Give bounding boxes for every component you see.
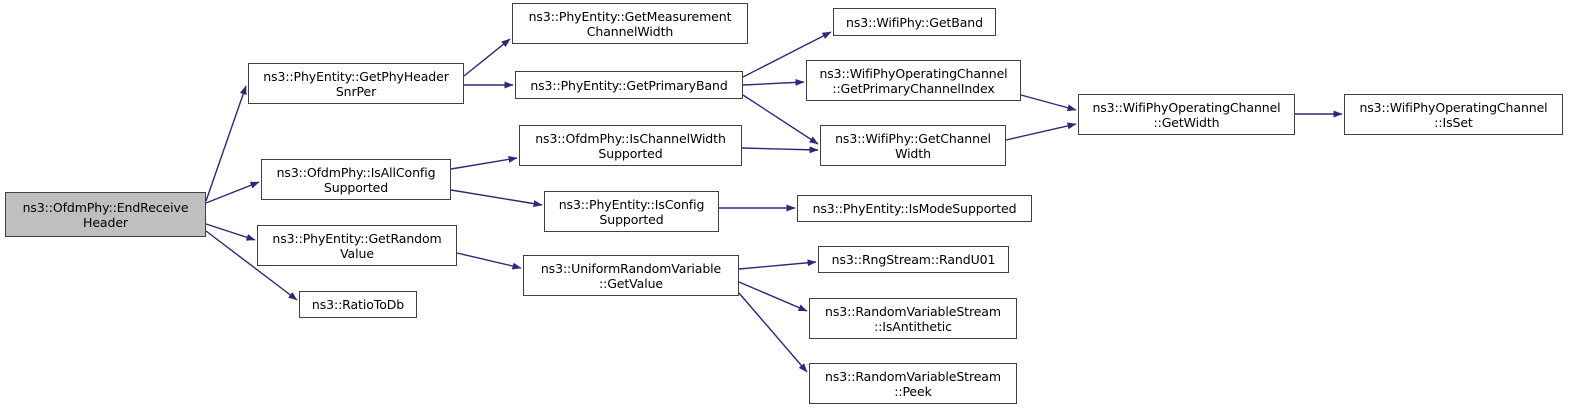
call-graph-node-ratio_to_db[interactable]: ns3::RatioToDb	[299, 291, 417, 318]
call-edge	[456, 252, 522, 270]
call-graph-node-operating_channel_is_set[interactable]: ns3::WifiPhyOperatingChannel ::IsSet	[1344, 94, 1563, 135]
call-graph-node-get_measurement_channel_width[interactable]: ns3::PhyEntity::GetMeasurement ChannelWi…	[512, 3, 748, 44]
call-graph-node-operating_channel_get_width[interactable]: ns3::WifiPhyOperatingChannel ::GetWidth	[1078, 94, 1295, 135]
call-graph-node-random_variable_stream_is_antithetic[interactable]: ns3::RandomVariableStream ::IsAntithetic	[809, 298, 1017, 339]
call-graph-node-get_primary_channel_index[interactable]: ns3::WifiPhyOperatingChannel ::GetPrimar…	[806, 60, 1021, 101]
call-edge	[205, 85, 247, 202]
call-edge	[1020, 94, 1077, 112]
call-graph-node-random_variable_stream_peek[interactable]: ns3::RandomVariableStream ::Peek	[809, 363, 1017, 404]
call-edge	[463, 38, 511, 77]
call-edge	[742, 94, 819, 145]
call-edge	[205, 181, 260, 204]
call-edge	[738, 281, 808, 312]
call-graph-node-wifi_phy_get_band[interactable]: ns3::WifiPhy::GetBand	[833, 8, 996, 36]
call-edge	[742, 78, 805, 86]
call-graph-node-is_channel_width_supported[interactable]: ns3::OfdmPhy::IsChannelWidth Supported	[519, 125, 742, 166]
call-edge	[738, 259, 817, 270]
call-edge	[738, 292, 808, 373]
call-graph-node-is_all_config_supported[interactable]: ns3::OfdmPhy::IsAllConfig Supported	[261, 159, 451, 200]
call-graph-node-end_receive_header[interactable]: ns3::OfdmPhy::EndReceive Header	[5, 192, 206, 237]
call-graph-node-get_primary_band[interactable]: ns3::PhyEntity::GetPrimaryBand	[515, 71, 743, 99]
call-graph-node-uniform_random_variable_get_value[interactable]: ns3::UniformRandomVariable ::GetValue	[523, 255, 739, 296]
call-graph-node-rng_stream_rand_u01[interactable]: ns3::RngStream::RandU01	[818, 246, 1009, 273]
call-graph-node-get_random_value[interactable]: ns3::PhyEntity::GetRandom Value	[257, 225, 457, 266]
call-edge	[741, 146, 819, 154]
call-graph-node-wifi_phy_get_channel_width[interactable]: ns3::WifiPhy::GetChannel Width	[820, 125, 1006, 166]
call-edge	[205, 223, 256, 241]
call-edge	[450, 189, 543, 208]
call-graph-node-is_config_supported[interactable]: ns3::PhyEntity::IsConfig Supported	[544, 191, 719, 232]
call-edge	[450, 155, 518, 170]
call-graph-node-get_phy_header_snr_per[interactable]: ns3::PhyEntity::GetPhyHeader SnrPer	[248, 63, 464, 104]
call-edge	[1005, 122, 1077, 141]
call-graph-node-is_mode_supported[interactable]: ns3::PhyEntity::IsModeSupported	[797, 195, 1032, 222]
